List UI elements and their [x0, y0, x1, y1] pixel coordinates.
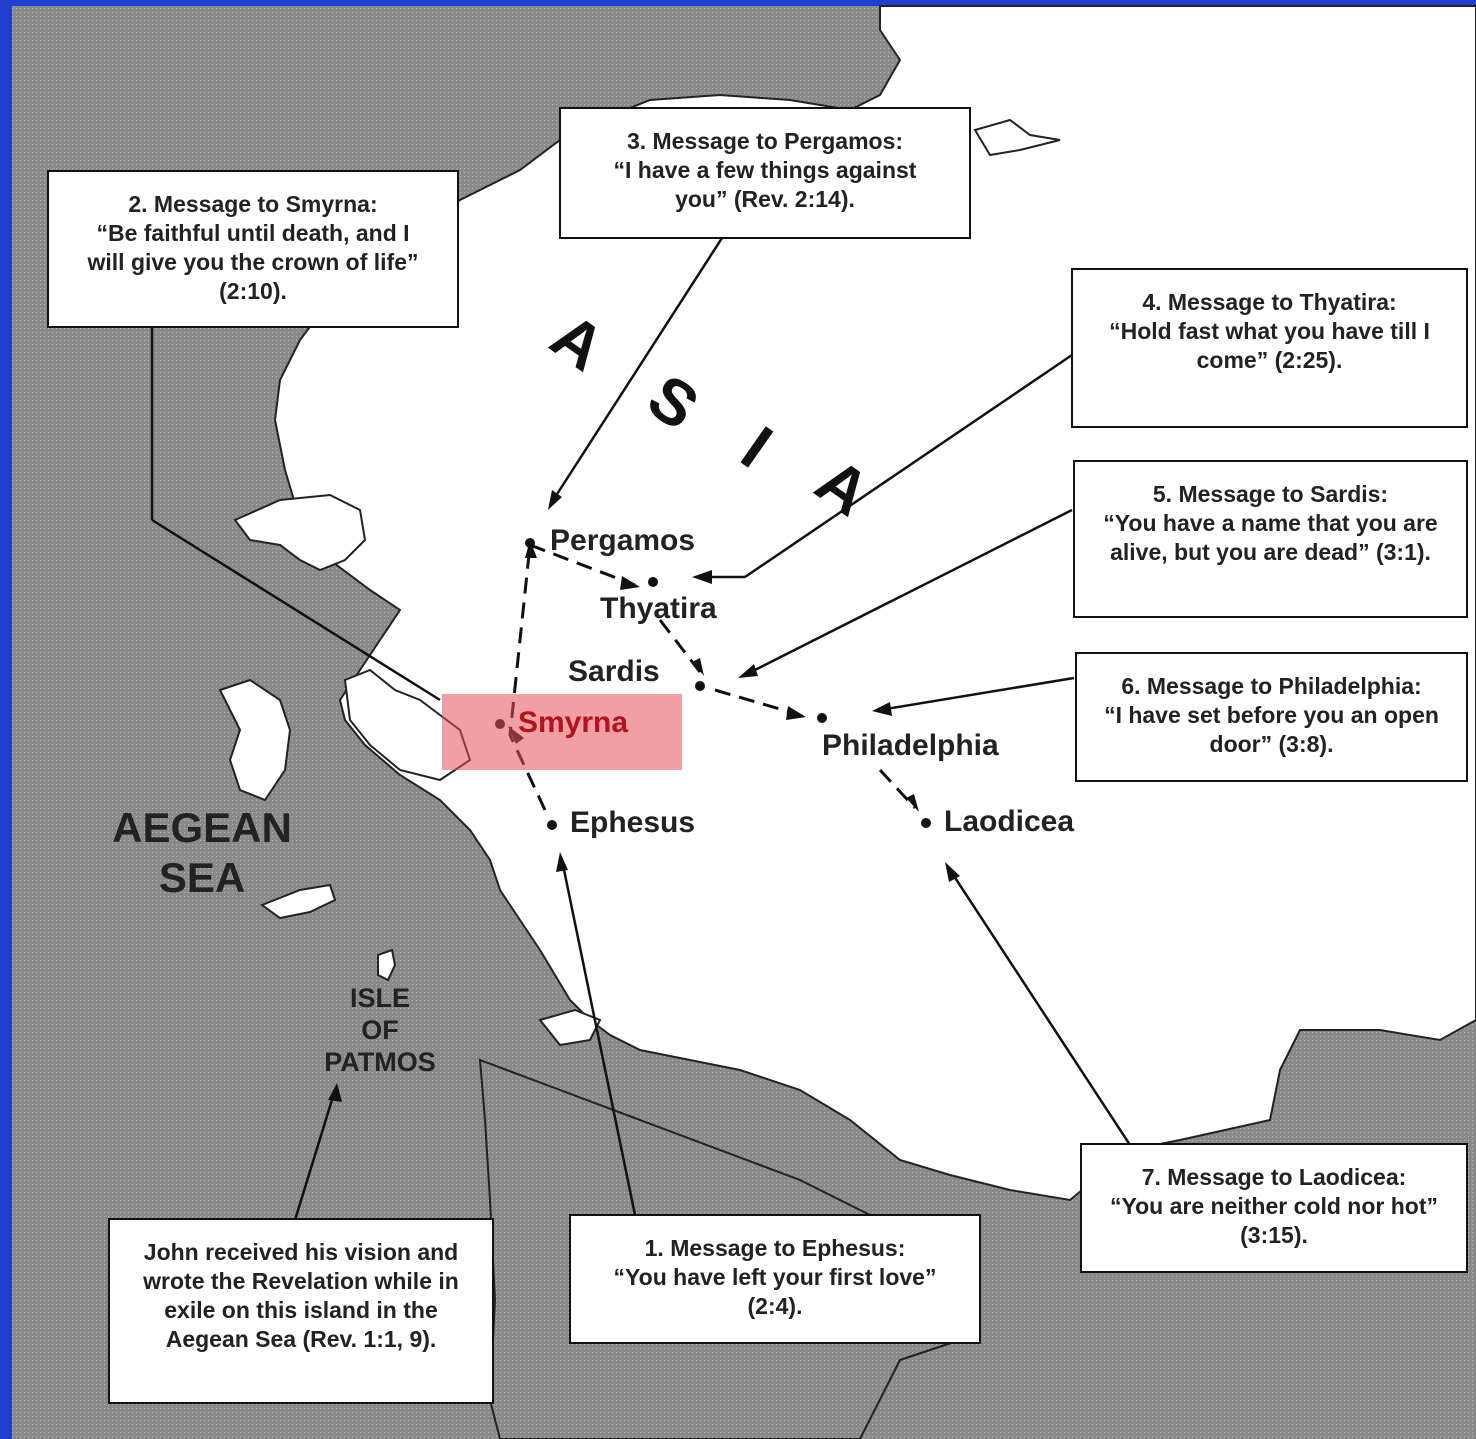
route-philadelphia-laodicea — [878, 768, 917, 810]
message-title-pergamos: 3. Message to Pergamos: — [626, 128, 904, 154]
aegean-sea-label: AEGEAN SEA — [92, 803, 312, 903]
message-title-laodicea: 7. Message to Laodicea: — [1141, 1164, 1407, 1190]
patmos-label-line2: OF — [361, 1015, 399, 1045]
message-box-ephesus: 1. Message to Ephesus: “You have left yo… — [569, 1214, 981, 1344]
small-island — [538, 1008, 602, 1047]
message-box-smyrna: 2. Message to Smyrna: “Be faithful until… — [47, 170, 459, 328]
city-label-philadelphia: Philadelphia — [822, 729, 999, 762]
message-quote-pergamos: “I have a few things against you” (Rev. … — [613, 157, 917, 212]
arrow-sardis — [744, 508, 1073, 677]
dot-pergamos — [525, 538, 535, 548]
message-quote-laodicea: “You are neither cold nor hot” (3:15). — [1110, 1193, 1438, 1248]
message-title-thyatira: 4. Message to Thyatira: — [1142, 289, 1397, 315]
arrowhead-thyatira — [692, 570, 712, 584]
message-title-smyrna: 2. Message to Smyrna: — [128, 191, 378, 217]
message-quote-sardis: “You have a name that you are alive, but… — [1103, 510, 1438, 565]
route-arrowhead-philadelphia — [786, 706, 806, 720]
city-label-ephesus: Ephesus — [570, 806, 696, 839]
arrowhead-pergamos — [548, 490, 562, 510]
smyrna-highlight — [442, 694, 682, 770]
lesbos-island — [233, 493, 367, 572]
patmos-label: ISLE OF PATMOS — [300, 982, 460, 1078]
city-label-smyrna: Smyrna — [518, 706, 629, 739]
message-box-laodicea: 7. Message to Laodicea: “You are neither… — [1080, 1143, 1468, 1273]
message-box-pergamos: 3. Message to Pergamos: “I have a few th… — [559, 107, 971, 239]
arrow-patmos — [293, 1089, 337, 1221]
message-quote-patmos: John received his vision and wrote the R… — [143, 1239, 459, 1352]
message-title-sardis: 5. Message to Sardis: — [1152, 481, 1389, 507]
arrowhead-patmos — [328, 1083, 342, 1102]
message-title-philadelphia: 6. Message to Philadelphia: — [1121, 673, 1422, 699]
route-arrowhead-laodicea — [906, 794, 919, 812]
dot-philadelphia — [817, 713, 827, 723]
message-quote-philadelphia: “I have set before you an open door” (3:… — [1104, 702, 1439, 757]
arrowhead-sardis — [738, 664, 758, 678]
dot-sardis — [695, 681, 705, 691]
arrow-smyrna-2 — [151, 518, 441, 702]
message-quote-ephesus: “You have left your first love” (2:4). — [613, 1264, 937, 1319]
arrowhead-philadelphia — [872, 702, 892, 716]
arrowhead-ephesus — [556, 852, 568, 872]
message-box-patmos: John received his vision and wrote the R… — [108, 1218, 494, 1404]
aegean-sea-line2: SEA — [158, 854, 246, 901]
route-arrowhead-sardis — [692, 658, 704, 676]
city-label-thyatira: Thyatira — [600, 592, 717, 625]
message-box-sardis: 5. Message to Sardis: “You have a name t… — [1073, 460, 1468, 618]
arrow-laodicea — [948, 869, 1132, 1146]
dot-thyatira — [648, 577, 658, 587]
eastern-island — [973, 118, 1061, 157]
route-arrowhead-pergamos — [525, 540, 537, 558]
city-label-laodicea: Laodicea — [944, 805, 1075, 838]
city-label-sardis: Sardis — [568, 655, 660, 688]
arrow-thyatira — [744, 353, 1073, 579]
message-title-ephesus: 1. Message to Ephesus: — [644, 1235, 906, 1261]
chios-island — [218, 678, 292, 802]
aegean-sea-line1: AEGEAN — [112, 804, 292, 851]
patmos-island — [377, 948, 397, 982]
route-arrowhead-thyatira — [620, 576, 640, 590]
dot-ephesus — [547, 820, 557, 830]
arrowhead-laodicea — [945, 862, 960, 882]
message-box-philadelphia: 6. Message to Philadelphia: “I have set … — [1075, 652, 1468, 782]
arrow-pergamos — [548, 237, 724, 506]
patmos-label-line1: ISLE — [349, 983, 410, 1013]
city-label-pergamos: Pergamos — [550, 524, 696, 557]
arrow-ephesus — [560, 859, 637, 1216]
message-quote-thyatira: “Hold fast what you have till I come” (2… — [1109, 318, 1430, 373]
dot-laodicea — [921, 818, 931, 828]
samos-island — [259, 883, 337, 920]
route-sardis-philadelphia — [714, 688, 801, 717]
patmos-label-line3: PATMOS — [324, 1047, 436, 1077]
arrow-philadelphia — [879, 676, 1075, 712]
route-pergamos-thyatira — [529, 543, 636, 587]
message-box-thyatira: 4. Message to Thyatira: “Hold fast what … — [1071, 268, 1468, 428]
message-quote-smyrna: “Be faithful until death, and I will giv… — [87, 220, 419, 304]
